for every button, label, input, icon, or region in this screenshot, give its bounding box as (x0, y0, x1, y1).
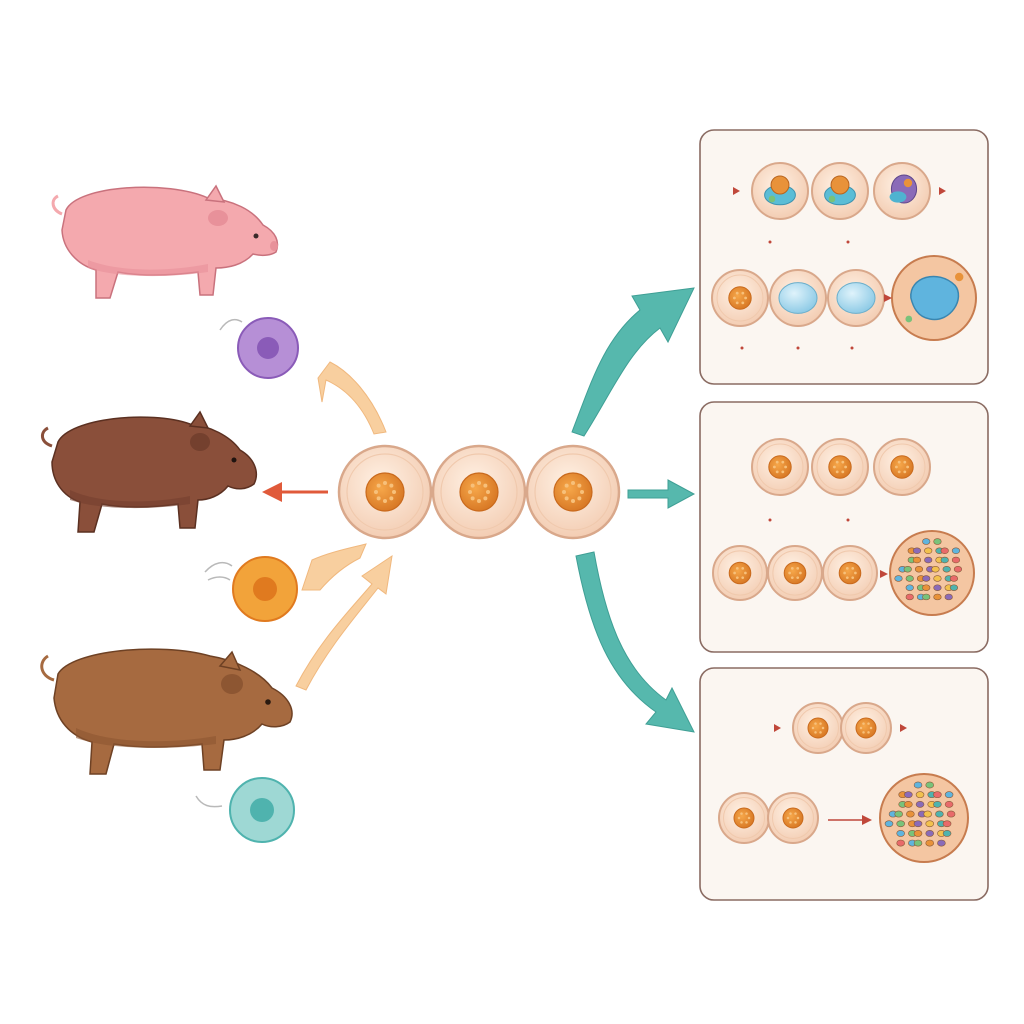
purple-mixed-cell (873, 162, 931, 220)
panel-row (712, 530, 975, 616)
panel-row (718, 773, 969, 863)
panel-row (711, 255, 977, 341)
panel-bottom (699, 667, 989, 901)
nucleus-cell (822, 545, 878, 601)
small-arrow-icon (900, 724, 907, 732)
panel-row (751, 438, 931, 496)
blue-cell (827, 269, 885, 327)
large-mosaic-cell (879, 773, 969, 863)
panel-row (733, 162, 946, 220)
panel-middle (699, 401, 989, 653)
tan-boar-icon (40, 648, 293, 775)
outcome-panels (699, 129, 989, 901)
teal-cell-icon (229, 777, 295, 843)
small-arrow-icon (733, 187, 740, 195)
nucleus-cell (767, 545, 823, 601)
large-mosaic-cell (889, 530, 975, 616)
connector-arrow-icon (880, 570, 888, 578)
pink-pig-icon (51, 184, 279, 299)
central-cell (431, 444, 527, 540)
central-cell-group (337, 444, 621, 540)
blue-cell (769, 269, 827, 327)
nucleus-cell (718, 792, 770, 844)
orange-cell-icon (232, 556, 298, 622)
nucleus-cell (811, 438, 869, 496)
mixed-cell (751, 162, 809, 220)
nucleus-cell (840, 702, 892, 754)
nucleus-cell (767, 792, 819, 844)
nucleus-cell (751, 438, 809, 496)
mixed-cell (811, 162, 869, 220)
teal-arrows (571, 287, 696, 733)
small-arrow-icon (939, 187, 946, 195)
nucleus-cell (873, 438, 931, 496)
connector-arrow-icon (828, 815, 872, 825)
purple-cell-icon (237, 317, 299, 379)
peach-arrows (295, 361, 393, 691)
dark-brown-boar-icon (41, 410, 258, 533)
large-blue-cell (891, 255, 977, 341)
nucleus-cell (792, 702, 844, 754)
panel-top (699, 129, 989, 385)
nucleus-cell (712, 545, 768, 601)
connector-arrow-icon (884, 294, 892, 302)
panel-row (774, 702, 907, 754)
nucleus-cell (711, 269, 769, 327)
red-arrow-icon (262, 482, 328, 502)
central-cell (525, 444, 621, 540)
small-arrow-icon (774, 724, 781, 732)
motion-strokes (195, 318, 243, 808)
central-cell (337, 444, 433, 540)
